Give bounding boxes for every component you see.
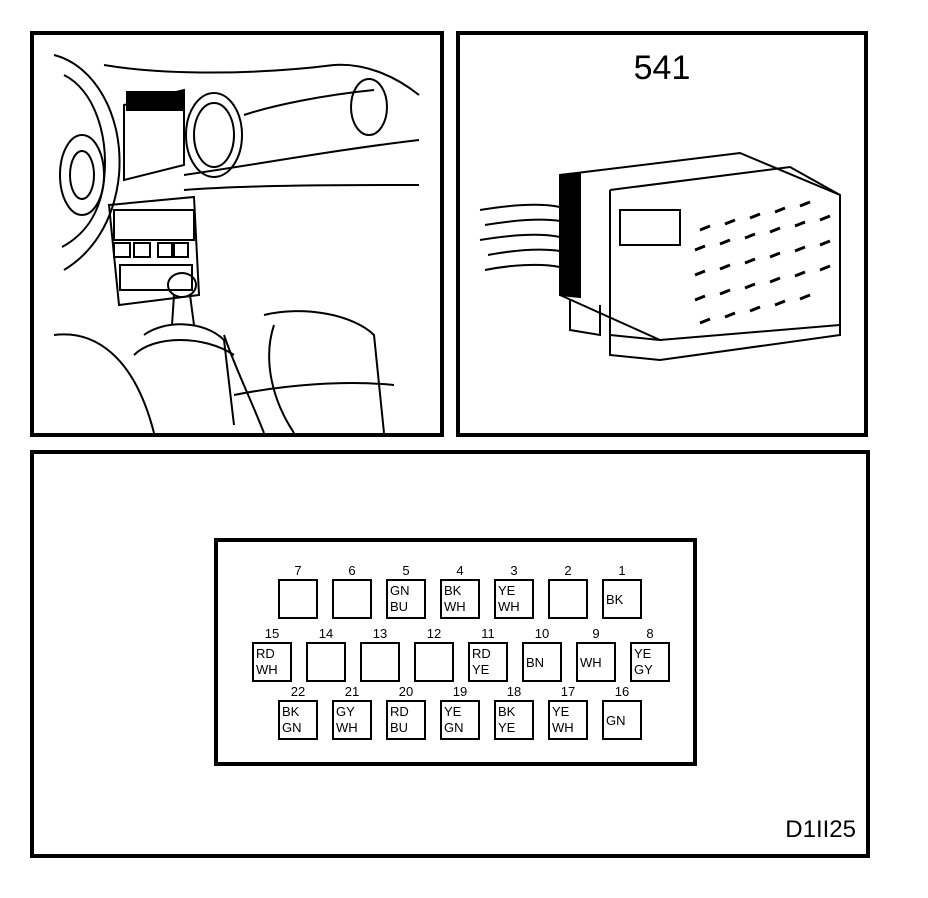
pin-number: 12 <box>426 626 442 641</box>
wire-color: RD YE <box>472 646 491 677</box>
pin-14: 14 <box>306 626 346 682</box>
wire-color: BN <box>526 655 545 670</box>
pin-number: 22 <box>290 684 306 699</box>
pin-15: 15 RD WH <box>252 626 292 682</box>
wire-color: YE WH <box>498 583 520 614</box>
pin-number: 16 <box>614 684 630 699</box>
pin-number: 8 <box>646 626 654 641</box>
wire-color: GN BU <box>390 583 410 614</box>
pin-number: 20 <box>398 684 414 699</box>
pin-13: 13 <box>360 626 400 682</box>
pin-number: 13 <box>372 626 388 641</box>
pin-6: 6 <box>332 563 372 619</box>
pin-number: 10 <box>534 626 550 641</box>
wire-color: YE WH <box>552 704 574 735</box>
pin-number: 4 <box>456 563 464 578</box>
pin-number: 1 <box>618 563 626 578</box>
pin-22: 22 BK GN <box>278 684 318 740</box>
pin-number: 19 <box>452 684 468 699</box>
wire-color: YE GN <box>444 704 464 735</box>
pin-20: 20 RD BU <box>386 684 426 740</box>
pin-number: 11 <box>481 626 495 641</box>
connector-illustration <box>479 151 841 362</box>
pin-3: 3 YE WH <box>494 563 534 619</box>
pin-19: 19 YE GN <box>440 684 480 740</box>
pin-8: 8 YE GY <box>630 626 670 682</box>
wire-color: BK YE <box>498 704 516 735</box>
pin-21: 21 GY WH <box>332 684 372 740</box>
pin-number: 7 <box>294 563 302 578</box>
pin-number: 2 <box>564 563 572 578</box>
pin-5: 5 GN BU <box>386 563 426 619</box>
pin-11: 11 RD YE <box>468 626 508 682</box>
connector-view-panel: 541 <box>456 31 868 437</box>
wire-color: RD BU <box>390 704 409 735</box>
pin-18: 18 BK YE <box>494 684 534 740</box>
pin-number: 3 <box>510 563 518 578</box>
wire-color: RD WH <box>256 646 278 677</box>
connector-number: 541 <box>633 49 691 87</box>
wire-color: GY WH <box>336 704 358 735</box>
wire-color: GN <box>606 713 626 728</box>
pin-7: 7 <box>278 563 318 619</box>
pin-17: 17 YE WH <box>548 684 588 740</box>
wire-color: BK GN <box>282 704 302 735</box>
pin-number: 21 <box>344 684 360 699</box>
pin-number: 5 <box>402 563 410 578</box>
wire-color: YE GY <box>634 646 653 677</box>
pin-number: 9 <box>592 626 600 641</box>
wire-color: WH <box>580 655 602 670</box>
pin-number: 14 <box>318 626 334 641</box>
figure-code: D1II25 <box>785 816 856 843</box>
pin-12: 12 <box>414 626 454 682</box>
pin-number: 15 <box>264 626 280 641</box>
dashboard-illustration <box>53 54 420 433</box>
wire-color: BK <box>606 592 624 607</box>
wire-color: BK WH <box>444 583 466 614</box>
pin-number: 17 <box>560 684 576 699</box>
dashboard-location-panel <box>30 31 444 437</box>
pin-4: 4 BK WH <box>440 563 480 619</box>
pin-number: 6 <box>348 563 356 578</box>
pin-number: 18 <box>506 684 522 699</box>
pin-2: 2 <box>548 563 588 619</box>
